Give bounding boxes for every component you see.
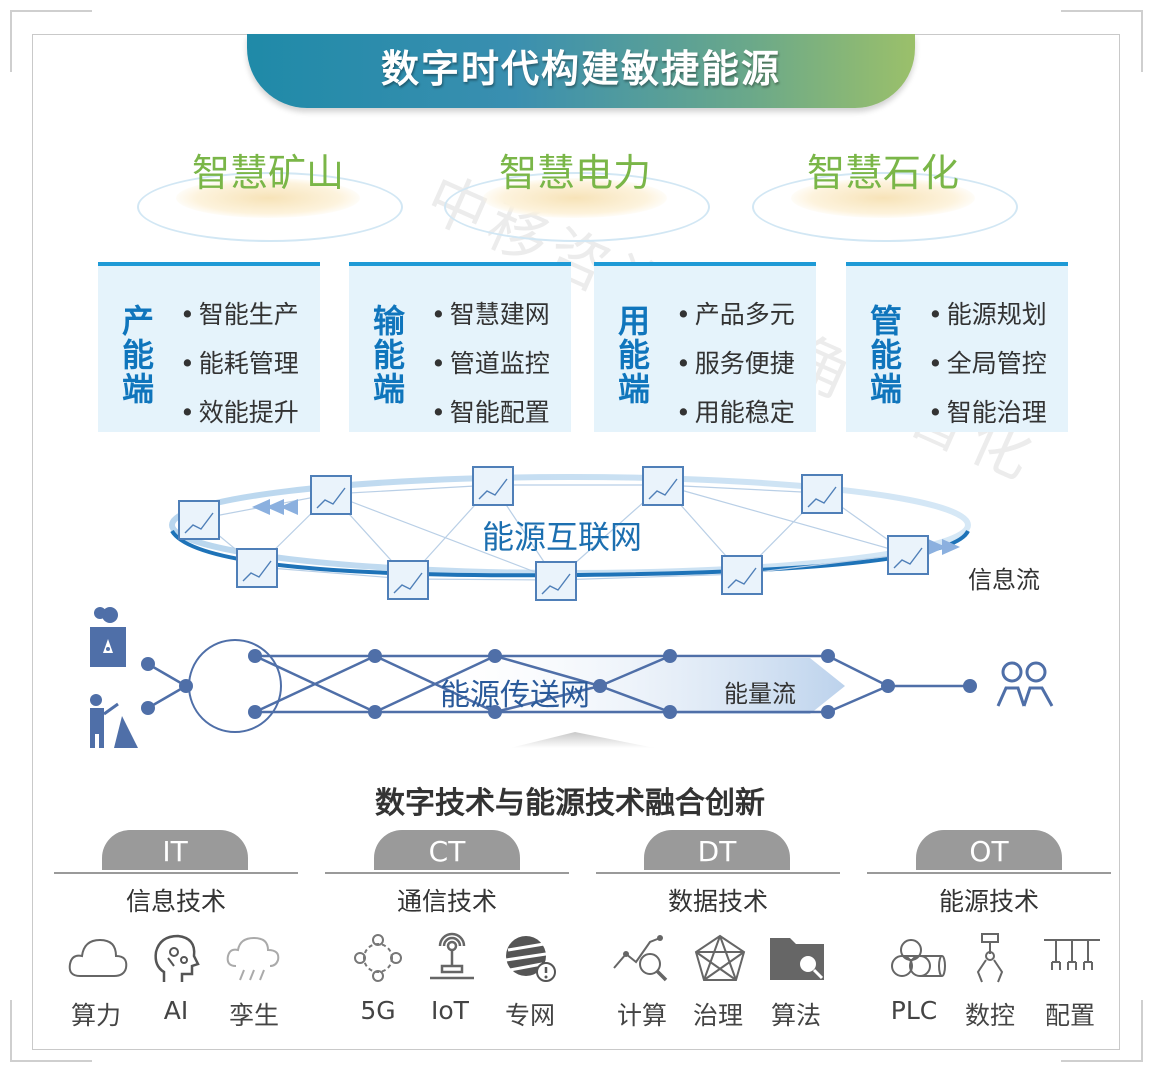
group-name-dt: 数据技术 [667,887,768,916]
group-name-it: 信息技术 [125,887,226,916]
card-list: 智慧建网 管道监控 智能配置 [431,290,550,437]
card-head: 管能端 [869,302,902,408]
tech-label-ai: AI [163,996,189,1025]
iot-signal-icon [430,932,474,980]
card-item: 用能稳定 [676,388,795,437]
tech-label-governance: 治理 [692,1001,743,1030]
card-item: 全局管控 [928,339,1047,388]
card-item: 智能治理 [928,388,1047,437]
tech-label-configuration: 配置 [1044,1001,1095,1030]
card-item: 管道监控 [431,339,550,388]
energy-internet-label: 能源互联网 [482,518,643,556]
arrow-left-icon [252,499,298,515]
domain-mining: 智慧矿山 [191,151,344,195]
card-item: 智慧建网 [431,290,550,339]
domain-ellipse-2 [444,172,710,242]
domain-petrochem: 智慧石化 [806,151,959,195]
tech-label-iot: IoT [431,996,469,1025]
card-transmission: 输能端 智慧建网 管道监控 智能配置 [349,262,571,432]
group-name-ot: 能源技术 [938,887,1039,916]
rain-cloud-icon [226,936,280,981]
ai-head-icon [154,934,200,982]
energy-transport-label: 能源传送网 [440,678,590,713]
card-list: 能源规划 全局管控 智能治理 [928,290,1047,437]
card-item: 智能生产 [180,290,299,339]
tech-label-twin: 孪生 [228,1001,279,1030]
network-nodes-icon [354,934,402,982]
power-plant-icon [90,607,126,667]
domain-power: 智慧电力 [498,151,651,195]
card-item: 服务便捷 [676,339,795,388]
card-list: 产品多元 服务便捷 用能稳定 [676,290,795,437]
tech-label-compute: 算力 [70,1001,121,1030]
card-management: 管能端 能源规划 全局管控 智能治理 [846,262,1068,432]
energy-internet-diagram [169,466,971,601]
domain-ellipse-inner-3 [791,178,975,218]
pipes-icon [891,939,946,977]
card-head: 输能端 [372,302,405,408]
tech-label-plc: PLC [890,996,938,1025]
hub-circle [188,639,282,733]
corner-decoration-bl [10,1000,92,1062]
title-banner: 数字时代构建敏捷能源 [247,34,915,108]
tech-label-5g: 5G [360,996,396,1025]
group-name-ct: 通信技术 [396,887,497,916]
rail-icon [1044,939,1100,970]
private-network-icon [505,936,556,982]
corner-decoration-br [1061,1000,1143,1062]
group-pill-ot: OT [916,830,1062,870]
miner-icon [90,694,138,748]
analytics-search-icon [613,935,668,982]
consumers-icon [996,661,1054,707]
card-consumption: 用能端 产品多元 服务便捷 用能稳定 [594,262,816,432]
tech-label-algorithm: 算法 [770,1001,821,1030]
tech-label-private-network: 专网 [504,1001,555,1030]
domain-ellipse-1 [137,172,403,242]
monitor-node-charts [184,478,923,595]
domain-ellipse-inner-2 [483,178,667,218]
card-item: 智能配置 [431,388,550,437]
corner-decoration-tr [1061,10,1143,72]
card-list: 智能生产 能耗管理 效能提升 [180,290,299,437]
transport-nodes [141,649,977,719]
card-head: 产能端 [121,302,154,408]
group-divider [54,872,298,874]
group-divider [325,872,569,874]
robot-arm-icon [976,933,1004,983]
transport-links [147,654,970,714]
tech-label-cnc: 数控 [964,1001,1015,1030]
upward-arrow [510,732,655,748]
group-pill-ct: CT [374,830,520,870]
domain-ellipse-inner-1 [176,178,360,218]
cloud-icon [68,938,128,977]
mesh-icon [694,934,746,981]
corner-decoration-tl [10,10,92,72]
group-divider [867,872,1111,874]
energy-transport-diagram [141,639,977,748]
folder-search-icon [770,938,824,980]
information-flow-label: 信息流 [968,566,1040,594]
group-pill-it: IT [102,830,248,870]
card-item: 能耗管理 [180,339,299,388]
card-item: 效能提升 [180,388,299,437]
group-divider [596,872,840,874]
group-pill-dt: DT [644,830,790,870]
card-head: 用能端 [617,302,650,408]
domain-ellipse-3 [752,172,1018,242]
fusion-heading: 数字技术与能源技术融合创新 [375,786,765,821]
card-item: 产品多元 [676,290,795,339]
energy-flow-label: 能量流 [724,680,796,708]
card-item: 能源规划 [928,290,1047,339]
page-title: 数字时代构建敏捷能源 [380,47,781,91]
tech-label-computing: 计算 [616,1001,667,1030]
card-production: 产能端 智能生产 能耗管理 效能提升 [98,262,320,432]
